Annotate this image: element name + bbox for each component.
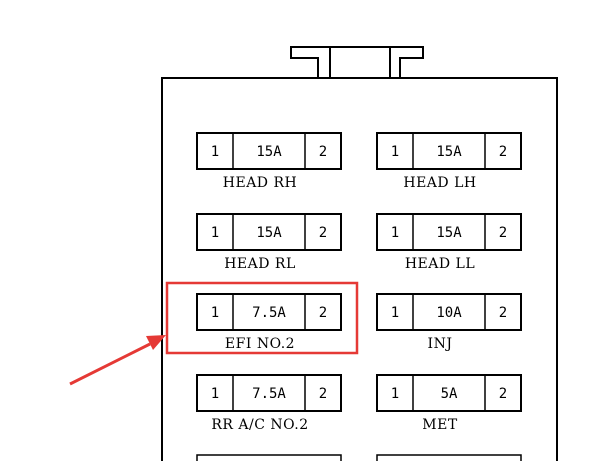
highlight-box: [165, 281, 359, 355]
fuse-label: HEAD LH: [403, 175, 476, 191]
fuse-label: HEAD LL: [405, 256, 475, 272]
fuse-terminal-right: 2: [319, 144, 327, 160]
fuse-rating: 10A: [436, 305, 462, 321]
fuse-terminal-right: 2: [499, 225, 507, 241]
fuse-terminal-left: 1: [391, 144, 399, 160]
fuse-rating: 15A: [436, 144, 462, 160]
fuse-body: [376, 132, 522, 170]
fuse-label: HEAD RH: [223, 175, 297, 191]
fuse-body: [196, 374, 342, 412]
fuse-rating: 5A: [441, 386, 458, 402]
fuse-label: MET: [422, 417, 458, 433]
fuse-rating: 7.5A: [252, 386, 286, 402]
fuse-terminal-right: 2: [319, 225, 327, 241]
fuse-terminal-right: 2: [499, 386, 507, 402]
fuse-box-housing: [161, 77, 558, 461]
fuse-rr-ac-no2: 1 7.5A 2 RR A/C NO.2: [196, 374, 342, 433]
fuse-terminal-left: 1: [211, 386, 219, 402]
fuse-label: RR A/C NO.2: [211, 417, 308, 433]
fuse-label: INJ: [428, 336, 453, 352]
top-connector: [290, 46, 424, 78]
fuse-terminal-left: 1: [391, 305, 399, 321]
fuse-body: [376, 293, 522, 331]
fuse-terminal-right: 2: [319, 386, 327, 402]
fuse-rating: 15A: [436, 225, 462, 241]
pointer-arrow-shaft: [69, 342, 151, 386]
fuse-rating: 7.5A: [252, 305, 286, 321]
fuse-terminal-right: 2: [319, 305, 327, 321]
fuse-terminal-left: 1: [391, 386, 399, 402]
fuse-partial-right: [376, 454, 522, 461]
fuse-body: [196, 213, 342, 251]
fuse-body: [196, 293, 342, 331]
fuse-partial-left: [196, 454, 342, 461]
fuse-terminal-left: 1: [391, 225, 399, 241]
fuse-terminal-left: 1: [211, 305, 219, 321]
fuse-rating: 15A: [256, 225, 282, 241]
fuse-body: [196, 132, 342, 170]
fuse-terminal-left: 1: [211, 144, 219, 160]
fuse-label: EFI NO.2: [225, 336, 295, 352]
fuse-terminal-left: 1: [211, 225, 219, 241]
fuse-body: [376, 213, 522, 251]
fuse-body: [376, 374, 522, 412]
fuse-terminal-right: 2: [499, 305, 507, 321]
fuse-terminal-right: 2: [499, 144, 507, 160]
pointer-arrow-head: [146, 335, 166, 350]
fuse-label: HEAD RL: [224, 256, 296, 272]
fuse-rating: 15A: [256, 144, 282, 160]
